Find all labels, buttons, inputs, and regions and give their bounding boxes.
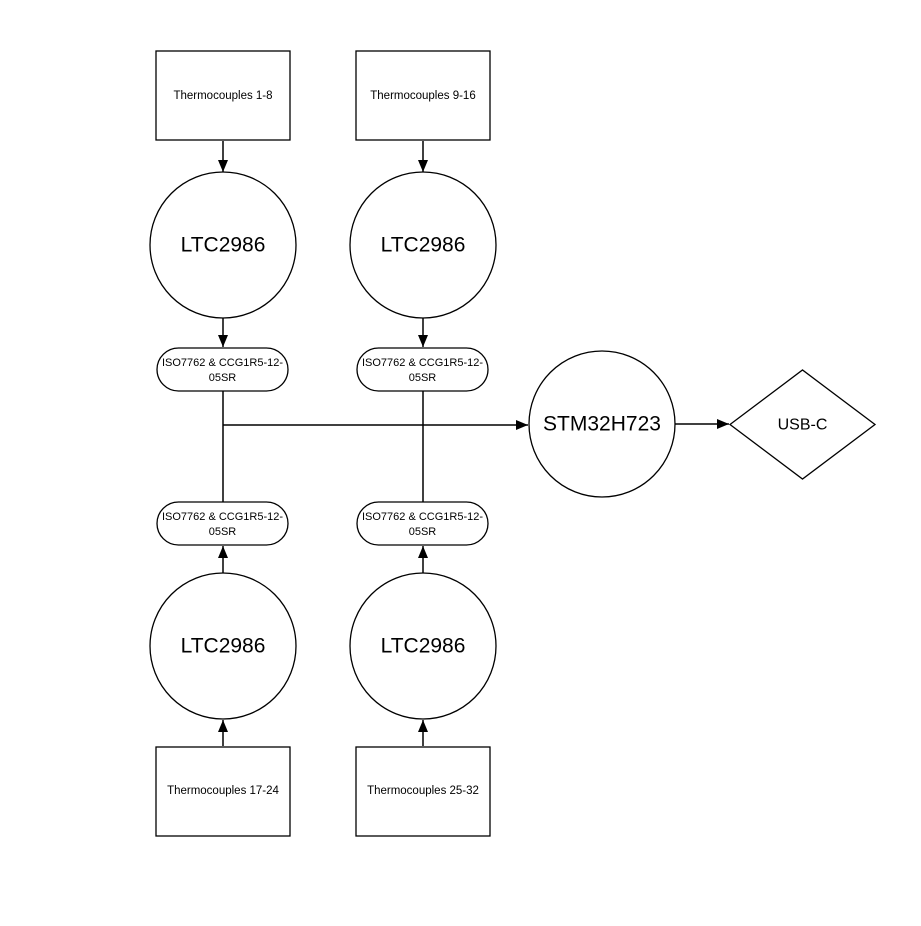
- node-iso-top-left-label-line2: 05SR: [209, 372, 237, 384]
- node-iso-bottom-left-label-line1: ISO7762 & CCG1R5-12-: [162, 511, 283, 523]
- node-thermocouples-9-16-label: Thermocouples 9-16: [370, 90, 475, 102]
- node-thermocouples-1-8-label: Thermocouples 1-8: [173, 90, 272, 102]
- node-thermocouples-17-24-label: Thermocouples 17-24: [167, 785, 279, 797]
- node-iso-bottom-right-label-line2: 05SR: [409, 526, 437, 538]
- node-ltc2986-bottom-right-label: LTC2986: [381, 635, 466, 658]
- node-iso-bottom-left-label-line2: 05SR: [209, 526, 237, 538]
- node-ltc2986-bottom-right: LTC2986: [349, 572, 497, 720]
- node-thermocouples-9-16: Thermocouples 9-16: [355, 50, 491, 141]
- node-ltc2986-top-left-label: LTC2986: [181, 234, 266, 257]
- node-iso-bottom-right: ISO7762 & CCG1R5-12- 05SR: [356, 501, 489, 546]
- node-thermocouples-1-8: Thermocouples 1-8: [155, 50, 291, 141]
- node-iso-top-right: ISO7762 & CCG1R5-12- 05SR: [356, 347, 489, 392]
- node-iso-top-left-label-line1: ISO7762 & CCG1R5-12-: [162, 357, 283, 369]
- node-iso-bottom-right-label-line1: ISO7762 & CCG1R5-12-: [362, 511, 483, 523]
- node-ltc2986-top-left: LTC2986: [149, 171, 297, 319]
- node-stm32h723: STM32H723: [528, 350, 676, 498]
- node-usb-c: USB-C: [728, 369, 877, 480]
- node-iso-bottom-left: ISO7762 & CCG1R5-12- 05SR: [156, 501, 289, 546]
- node-iso-top-right-label-line1: ISO7762 & CCG1R5-12-: [362, 357, 483, 369]
- node-ltc2986-top-right: LTC2986: [349, 171, 497, 319]
- node-iso-top-right-label-line2: 05SR: [409, 372, 437, 384]
- node-ltc2986-bottom-left: LTC2986: [149, 572, 297, 720]
- node-iso-top-left: ISO7762 & CCG1R5-12- 05SR: [156, 347, 289, 392]
- node-stm32h723-label: STM32H723: [543, 413, 661, 436]
- node-thermocouples-17-24: Thermocouples 17-24: [155, 746, 291, 837]
- node-thermocouples-25-32: Thermocouples 25-32: [355, 746, 491, 837]
- node-ltc2986-bottom-left-label: LTC2986: [181, 635, 266, 658]
- node-usb-c-label: USB-C: [778, 417, 828, 434]
- node-ltc2986-top-right-label: LTC2986: [381, 234, 466, 257]
- node-thermocouples-25-32-label: Thermocouples 25-32: [367, 785, 479, 797]
